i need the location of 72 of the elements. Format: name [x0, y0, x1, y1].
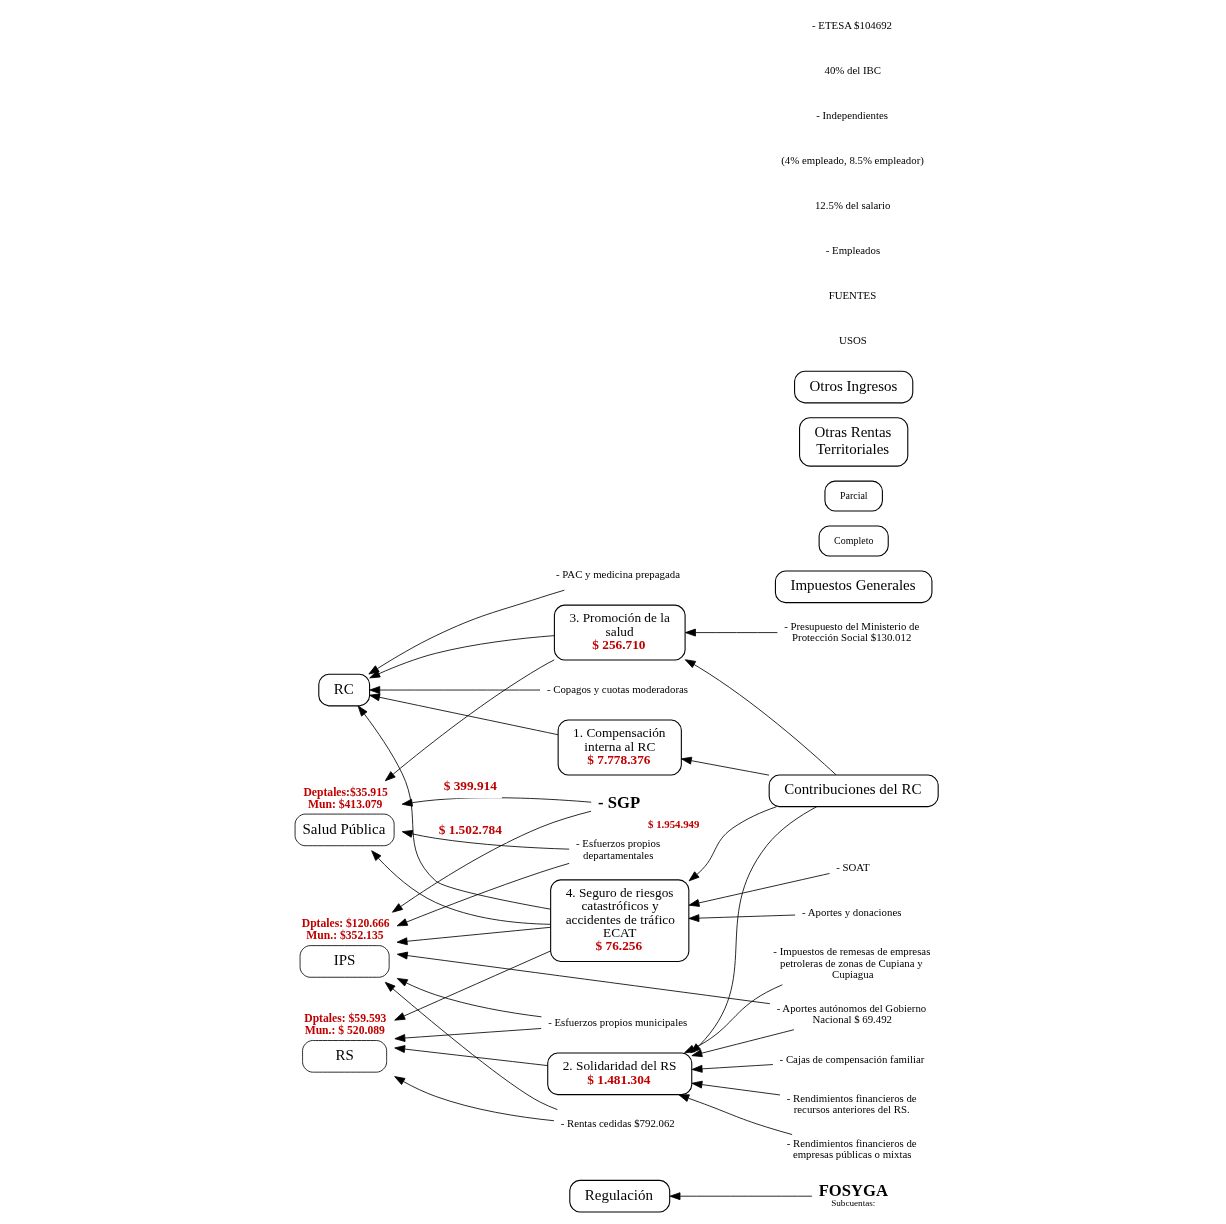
node-box: Completo: [818, 525, 889, 557]
label: 12.5% del salario: [814, 199, 890, 212]
arrow: [368, 693, 559, 736]
arrow: [680, 756, 769, 776]
node-box: 2. Solidaridad del RS $ 1.481.304: [546, 1052, 692, 1096]
node-box: RS: [301, 1040, 387, 1073]
label: FUENTES: [828, 289, 876, 302]
node-text: - SGP: [597, 793, 640, 813]
node-text: - Rendimientos financieros de recursos anteriores del RS.: [786, 1091, 917, 1116]
node-text: - Esfuerzos propios departamentales: [575, 836, 660, 861]
arrow: [384, 659, 555, 782]
node-text: - Esfuerzos propios municipales: [547, 1015, 687, 1028]
arrow: [677, 1094, 793, 1135]
arrow: [384, 981, 558, 1111]
arrow: [370, 850, 551, 925]
arrow: [688, 914, 796, 923]
arrow: [396, 978, 542, 1018]
node-label: $ 1.954.949: [647, 817, 699, 830]
arrow: [367, 589, 565, 675]
node-text: - Aportes y donaciones: [801, 905, 901, 918]
node-box: Salud Pública: [294, 813, 395, 847]
arrow: [368, 635, 555, 679]
arrow: [688, 873, 830, 907]
node-text: - Aportes autónomos del Gobierno Nacional $ 69.492: [776, 1001, 926, 1026]
node-box: IPS: [299, 945, 390, 978]
edge-label: $ 399.914: [443, 777, 497, 793]
node-label: Deptales:$35.915 Mun: $413.079: [302, 785, 388, 811]
node-text: - SOAT: [835, 861, 870, 874]
node-text: - Cajas de compensación familiar: [779, 1052, 924, 1065]
arrow: [357, 705, 551, 910]
node-text: - Rendimientos financieros de empresas públicas o mixtas: [786, 1136, 917, 1161]
arrow: [393, 1028, 542, 1042]
node-text: - PAC y medicina prepagada: [555, 567, 680, 580]
node-box: Impuestos Generales: [774, 570, 932, 604]
label: (4% empleado, 8.5% empleador): [780, 154, 924, 167]
arrow: [401, 830, 570, 850]
edge-label: $ 1.502.784: [438, 821, 502, 837]
node-box: Parcial: [823, 480, 883, 512]
node-box: Contribuciones del RC: [768, 774, 939, 808]
node-text: - Impuestos de remesas de empresas petroleras de zonas de Cupiana y Cupiagua: [772, 945, 930, 981]
node-box: RC: [317, 673, 370, 707]
node-text: - Copagos y cuotas moderadoras: [546, 682, 688, 695]
label: USOS: [838, 334, 867, 347]
label: 40% del IBC: [824, 64, 881, 77]
arrow: [396, 926, 551, 946]
node-text: - Presupuesto del Ministerio de Protección Social $130.012: [783, 619, 919, 644]
node-box: 3. Promoción de la salud $ 256.710: [553, 604, 686, 661]
node-box: Regulación: [568, 1179, 670, 1213]
node-box: 4. Seguro de riesgos catastróficos y accidentes de tráfico ECAT $ 76.256: [549, 879, 689, 962]
label: - Empleados: [825, 244, 880, 257]
arrow: [684, 628, 778, 637]
node-text: FOSYGA Subcuentas:: [818, 1180, 888, 1209]
arrow: [669, 1192, 812, 1201]
arrow: [393, 1076, 554, 1122]
arrow: [684, 659, 836, 776]
arrow: [391, 810, 591, 913]
arrow: [393, 1045, 548, 1066]
arrow: [368, 686, 540, 694]
label: - Independientes: [815, 109, 888, 122]
node-box: 1. Compensación interna al RC $ 7.778.376: [557, 719, 682, 776]
node-box: Otros Ingresos: [793, 370, 913, 404]
node-box: Otras Rentas Territoriales: [798, 417, 908, 467]
node-text: - Rentas cedidas $792.062: [560, 1117, 675, 1130]
label: - ETESA $104692: [811, 19, 892, 32]
node-label: Dptales: $120.666 Mun.: $352.135: [301, 917, 390, 943]
arrow: [691, 1080, 780, 1096]
arrow: [393, 950, 551, 1021]
arrow: [396, 862, 570, 927]
arrow: [396, 951, 770, 1005]
arrow: [691, 1064, 773, 1073]
arrow: [688, 806, 777, 882]
node-label: Dptales: $59.593 Mun.: $ 520.089: [303, 1012, 386, 1038]
